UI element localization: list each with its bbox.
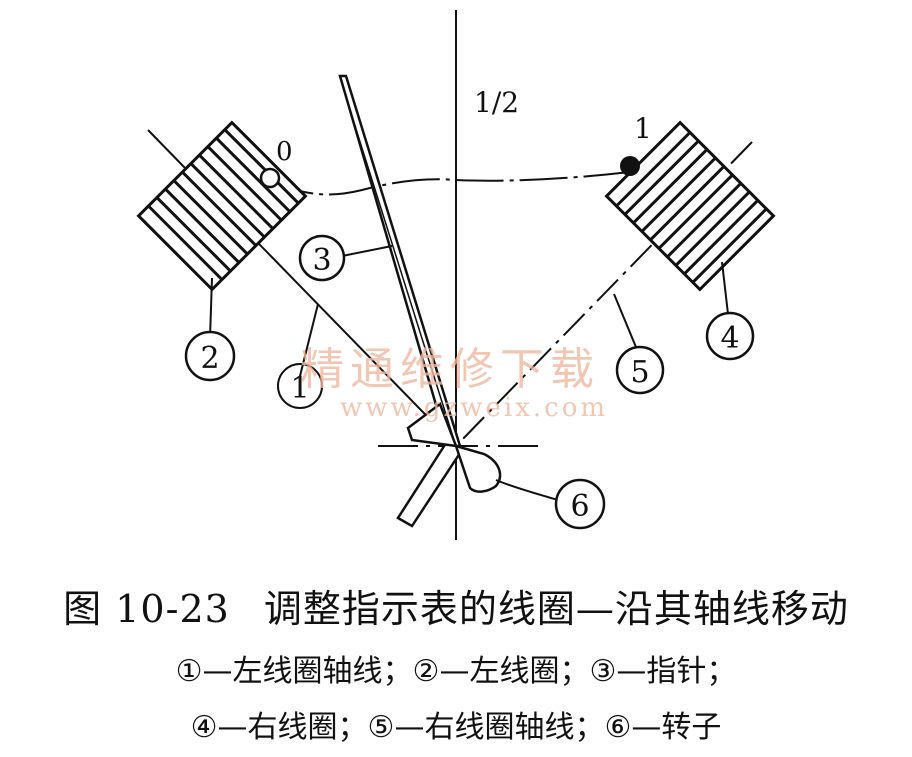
leader-right-coil-axis (613, 293, 639, 353)
watermark-chinese: 精通维修下载 (300, 344, 600, 395)
half-scale-label: 1/2 (474, 86, 519, 119)
svg-text:5: 5 (630, 355, 649, 390)
leader-rotor (495, 479, 559, 501)
svg-text:6: 6 (570, 489, 589, 524)
legend-line-2: ④—右线圈；⑤—右线圈轴线；⑥—转子 (190, 710, 722, 745)
callout-6: 6 (554, 478, 606, 530)
legend-line-1: ①—左线圈轴线；②—左线圈；③—指针； (175, 654, 737, 689)
watermark-url: www.gzweix.com (340, 393, 608, 423)
scale-arc (267, 171, 631, 196)
leader-left-coil (209, 277, 213, 339)
callout-2: 2 (184, 330, 236, 382)
svg-text:4: 4 (720, 321, 739, 356)
svg-text:1: 1 (290, 371, 309, 406)
figure-caption: 图 10-23 调整指示表的线圈—沿其轴线移动 (0, 578, 912, 633)
zero-label: 0 (276, 137, 293, 167)
leader-pointer (341, 245, 393, 257)
callout-1: 1 (277, 363, 323, 409)
callout-3: 3 (298, 234, 346, 282)
figure-number: 图 10-23 (63, 587, 230, 631)
pointer-centerline (349, 109, 455, 441)
svg-text:2: 2 (200, 341, 219, 376)
callout-5: 5 (615, 345, 665, 395)
figure-title: 调整指示表的线圈—沿其轴线移动 (263, 587, 849, 631)
zero-mark (259, 167, 281, 189)
coil-adjustment-diagram: 1 2 3 4 5 6 1/2 0 1 精通维修下载 www.gzweix.co… (136, 10, 776, 540)
one-label: 1 (634, 112, 652, 145)
right-coil (604, 120, 776, 292)
full-scale-mark (620, 156, 640, 176)
rotor (396, 402, 502, 528)
left-coil (136, 120, 308, 292)
svg-text:3: 3 (312, 243, 331, 278)
leader-right-coil (721, 261, 729, 315)
callout-4: 4 (705, 311, 755, 361)
